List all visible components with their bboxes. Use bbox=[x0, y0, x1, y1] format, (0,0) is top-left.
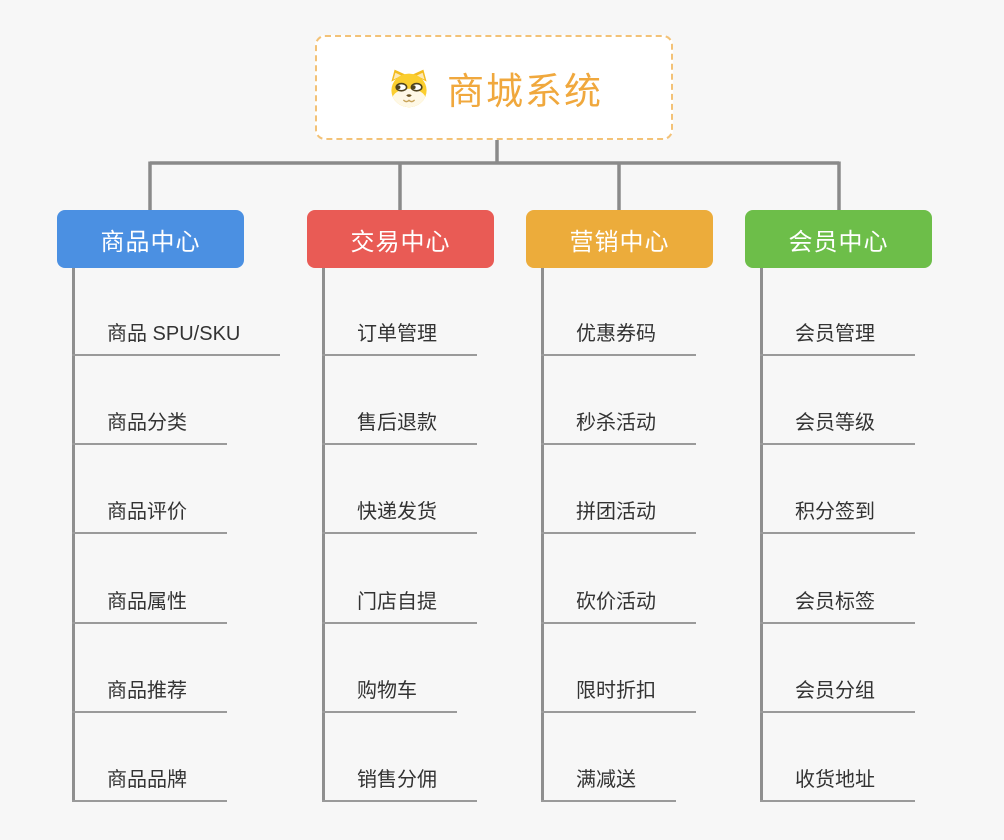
leaf-topic-label: 商品 SPU/SKU bbox=[107, 323, 241, 345]
branch-topic-label: 交易中心 bbox=[350, 228, 451, 256]
leaf-topic[interactable]: 商品评价 bbox=[72, 492, 227, 534]
leaf-topic[interactable]: 商品品牌 bbox=[72, 760, 227, 802]
leaf-topic-label: 秒杀活动 bbox=[576, 412, 656, 434]
leaf-topic-label: 商品属性 bbox=[107, 591, 187, 613]
branch-topic-label: 会员中心 bbox=[788, 228, 889, 256]
branch-marketing-center: 营销中心 优惠券码 秒杀活动 拼团活动 砍价活动 限时折扣 满减送 bbox=[526, 210, 713, 840]
leaf-topic-label: 限时折扣 bbox=[576, 680, 656, 702]
branch-product-center: 商品中心 商品 SPU/SKU 商品分类 商品评价 商品属性 商品推荐 商品品牌 bbox=[57, 210, 281, 840]
leaf-topic[interactable]: 限时折扣 bbox=[541, 671, 696, 713]
leaf-topic[interactable]: 订单管理 bbox=[322, 314, 477, 356]
branch-trade-center: 交易中心 订单管理 售后退款 快递发货 门店自提 购物车 销售分佣 bbox=[307, 210, 494, 840]
leaf-topic-label: 商品评价 bbox=[107, 501, 187, 523]
leaf-topic-label: 销售分佣 bbox=[357, 769, 437, 791]
branch-topic-trade-center[interactable]: 交易中心 bbox=[307, 210, 494, 268]
leaf-topic-label: 满减送 bbox=[576, 769, 636, 791]
root-topic[interactable]: 商城系统 bbox=[315, 35, 673, 140]
leaf-topic-label: 优惠券码 bbox=[576, 323, 656, 345]
leaf-topic[interactable]: 门店自提 bbox=[322, 582, 477, 624]
branch-topic-label: 商品中心 bbox=[100, 228, 201, 256]
leaf-topic-label: 砍价活动 bbox=[576, 591, 656, 613]
leaf-topic[interactable]: 购物车 bbox=[322, 671, 457, 713]
branch-topic-marketing-center[interactable]: 营销中心 bbox=[526, 210, 713, 268]
leaf-topic-label: 售后退款 bbox=[357, 412, 437, 434]
leaf-topic[interactable]: 会员管理 bbox=[760, 314, 915, 356]
leaf-topic-label: 会员分组 bbox=[795, 680, 875, 702]
leaf-topic[interactable]: 商品推荐 bbox=[72, 671, 227, 713]
leaf-topic-label: 会员管理 bbox=[795, 323, 875, 345]
leaf-topic[interactable]: 快递发货 bbox=[322, 492, 477, 534]
leaf-topic-label: 商品分类 bbox=[107, 412, 187, 434]
leaf-topic-label: 商品推荐 bbox=[107, 680, 187, 702]
leaf-topic-label: 积分签到 bbox=[795, 501, 875, 523]
leaf-topic[interactable]: 会员等级 bbox=[760, 403, 915, 445]
branch-topic-member-center[interactable]: 会员中心 bbox=[745, 210, 932, 268]
leaf-topic[interactable]: 商品属性 bbox=[72, 582, 227, 624]
leaf-topic[interactable]: 积分签到 bbox=[760, 492, 915, 534]
leaf-topic[interactable]: 收货地址 bbox=[760, 760, 915, 802]
leaf-topic[interactable]: 拼团活动 bbox=[541, 492, 696, 534]
branch-trunk-connector bbox=[72, 268, 75, 801]
leaf-topic[interactable]: 秒杀活动 bbox=[541, 403, 696, 445]
leaf-topic-label: 会员等级 bbox=[795, 412, 875, 434]
branch-trunk-connector bbox=[541, 268, 544, 801]
leaf-topic[interactable]: 销售分佣 bbox=[322, 760, 477, 802]
branch-trunk-connector bbox=[760, 268, 763, 801]
leaf-topic[interactable]: 会员标签 bbox=[760, 582, 915, 624]
leaf-topic-label: 门店自提 bbox=[357, 591, 437, 613]
leaf-topic-label: 快递发货 bbox=[357, 501, 437, 523]
branch-topic-label: 营销中心 bbox=[569, 228, 670, 256]
leaf-topic[interactable]: 商品 SPU/SKU bbox=[72, 314, 281, 356]
leaf-topic[interactable]: 会员分组 bbox=[760, 671, 915, 713]
branch-trunk-connector bbox=[322, 268, 325, 801]
leaf-topic-label: 收货地址 bbox=[795, 769, 875, 791]
dog-face-icon bbox=[391, 69, 427, 107]
leaf-topic[interactable]: 优惠券码 bbox=[541, 314, 696, 356]
branch-member-center: 会员中心 会员管理 会员等级 积分签到 会员标签 会员分组 收货地址 bbox=[745, 210, 932, 840]
leaf-topic[interactable]: 商品分类 bbox=[72, 403, 227, 445]
leaf-topic-label: 拼团活动 bbox=[576, 501, 656, 523]
branch-topic-product-center[interactable]: 商品中心 bbox=[57, 210, 244, 268]
leaf-topic-label: 购物车 bbox=[357, 680, 417, 702]
leaf-topic-label: 会员标签 bbox=[795, 591, 875, 613]
leaf-topic[interactable]: 售后退款 bbox=[322, 403, 477, 445]
leaf-topic[interactable]: 满减送 bbox=[541, 760, 676, 802]
leaf-topic-label: 订单管理 bbox=[357, 323, 437, 345]
root-topic-label: 商城系统 bbox=[447, 70, 603, 112]
leaf-topic-label: 商品品牌 bbox=[107, 769, 187, 791]
leaf-topic[interactable]: 砍价活动 bbox=[541, 582, 696, 624]
